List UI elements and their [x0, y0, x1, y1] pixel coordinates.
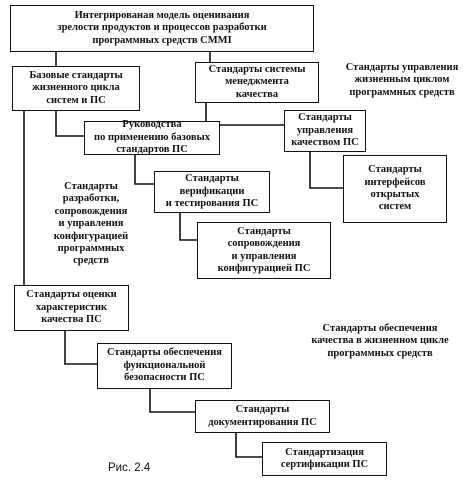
- box-quality-management: Стандарты управления качеством ПС: [284, 110, 366, 152]
- box-open-interfaces: Стандарты интерфейсов открытых систем: [343, 155, 447, 223]
- box-quality-management-system: Стандарты системы менеджмента качества: [195, 62, 319, 103]
- box-quality-evaluation: Стандарты оценки характеристик качества …: [14, 285, 129, 331]
- line-qm-to-interfaces: [309, 152, 343, 189]
- line-guides-to-verification: [134, 155, 154, 185]
- box-cmmi: Интегрированая модель оценивания зрелост…: [10, 5, 314, 52]
- line-documentation-to-certification: [235, 433, 262, 458]
- label-lifecycle-management: Стандарты управления жизненным циклом пр…: [345, 62, 459, 98]
- line-verification-to-maintenance: [179, 213, 197, 241]
- label-quality-assurance: Стандарты обеспечения качества в жизненн…: [311, 323, 449, 359]
- line-basic-to-guides: [55, 111, 84, 137]
- box-basic-guides: Руководства по применению базовых станда…: [84, 119, 220, 155]
- figure-caption: Рис. 2.4: [108, 462, 151, 474]
- label-development-maintenance: Стандарты разработки, сопровождения и уп…: [53, 181, 129, 267]
- box-basic-standards: Базовые стандарты жизненного цикла систе…: [12, 66, 140, 111]
- box-functional-safety: Стандарты обеспечения функциональной без…: [97, 343, 232, 389]
- line-evaluation-to-safety: [64, 331, 97, 365]
- box-maintenance-configuration: Стандарты сопровождения и управления кон…: [197, 222, 331, 279]
- box-certification: Стандартизация сертификации ПС: [262, 442, 387, 476]
- box-documentation: Стандарты документирования ПС: [195, 400, 330, 433]
- box-verification-testing: Стандарты верификации и тестирования ПС: [154, 171, 270, 213]
- line-safety-to-documentation: [149, 389, 195, 413]
